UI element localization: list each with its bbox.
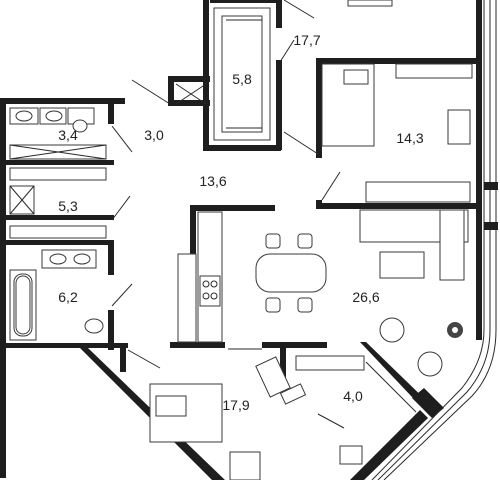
- sink-icon: [15, 110, 91, 265]
- room-area-bathroom-bottom: 6,2: [58, 289, 78, 305]
- stove-icon: [199, 275, 221, 307]
- room-area-bedroom: 14,3: [396, 130, 423, 146]
- room-area-storage: 3,0: [144, 127, 164, 143]
- exterior-outline: [371, 0, 498, 480]
- doors: [111, 0, 345, 429]
- bed-icon: [155, 69, 369, 417]
- toilet-icon: [72, 119, 104, 334]
- room-area-bedroom-bottom: 17,9: [222, 397, 249, 413]
- plant-icon: [447, 322, 463, 338]
- room-area-hall-top: 17,7: [293, 32, 320, 48]
- treadmill-icon: [255, 356, 307, 405]
- room-area-living-kitchen: 26,6: [352, 289, 379, 305]
- room-labels: 5,8 17,7 3,4 3,0 14,3 13,6 5,3 6,2 26,6 …: [58, 32, 424, 413]
- bathtub-icon: [15, 275, 31, 335]
- room-area-laundry: 5,3: [58, 198, 78, 214]
- room-area-wardrobe: 5,8: [232, 71, 252, 87]
- room-area-corridor: 13,6: [199, 173, 226, 189]
- room-area-balcony: 4,0: [343, 388, 363, 404]
- room-area-bathroom-top: 3,4: [58, 127, 78, 143]
- armchair-icon: [379, 317, 443, 377]
